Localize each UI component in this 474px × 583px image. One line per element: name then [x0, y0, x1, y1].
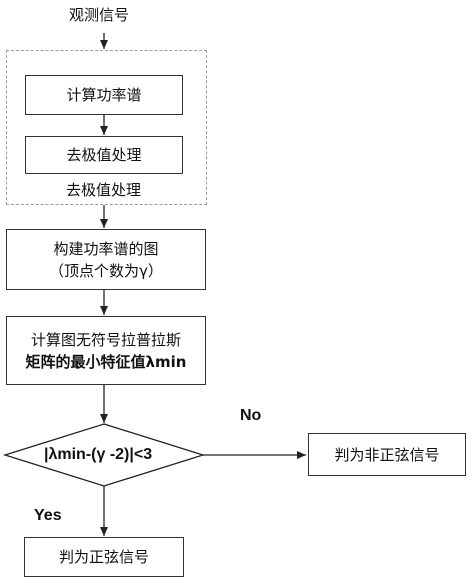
sinusoid-result-label: 判为正弦信号 [58, 548, 149, 566]
power-spectrum-label: 计算功率谱 [66, 86, 142, 104]
build-graph-line2: （顶点个数为γ） [49, 261, 163, 280]
power-spectrum-box: 计算功率谱 [25, 75, 183, 115]
extremum-removal-box: 去极值处理 [25, 136, 183, 174]
compute-line2: 矩阵的最小特征值λmin [25, 352, 187, 371]
build-graph-line1: 构建功率谱的图 [53, 239, 159, 258]
group-caption: 去极值处理 [66, 181, 142, 199]
compute-eigenvalue-box: 计算图无符号拉普拉斯 矩阵的最小特征值λmin [6, 316, 206, 385]
preprocessing-group [6, 50, 207, 205]
branch-yes-label: Yes [34, 507, 62, 524]
sinusoid-result-box: 判为正弦信号 [24, 537, 184, 577]
extremum-removal-label: 去极值处理 [66, 146, 142, 164]
input-signal-label: 观测信号 [69, 6, 130, 24]
non-sinusoid-result-label: 判为非正弦信号 [334, 445, 440, 464]
compute-line1: 计算图无符号拉普拉斯 [30, 330, 181, 349]
decision-condition: |λmin-(γ -2)|<3 [44, 446, 153, 463]
build-graph-box: 构建功率谱的图 （顶点个数为γ） [6, 229, 206, 290]
branch-no-label: No [240, 407, 262, 424]
non-sinusoid-result-box: 判为非正弦信号 [308, 433, 466, 476]
